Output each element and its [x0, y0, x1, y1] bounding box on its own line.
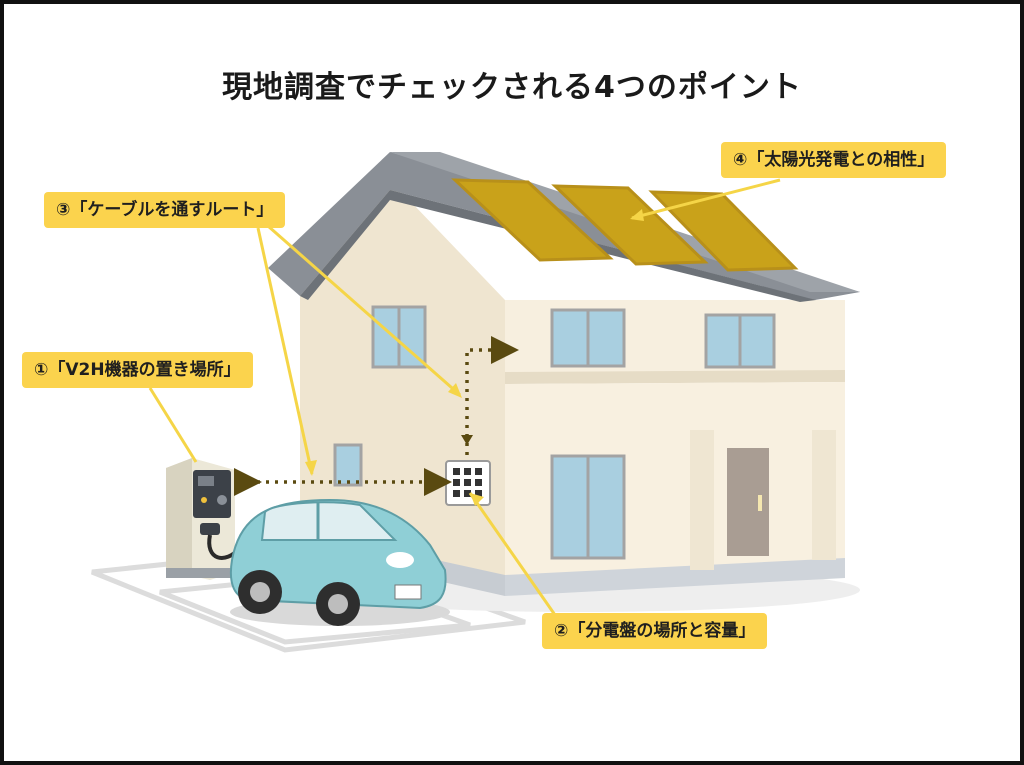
point-label-3: ③「ケーブルを通すルート」 — [44, 192, 285, 228]
point-label-2: ②「分電盤の場所と容量」 — [542, 613, 767, 649]
distribution-board-icon — [446, 461, 490, 505]
point-label-4: ④「太陽光発電との相性」 — [721, 142, 946, 178]
v2h-charger-icon — [166, 458, 240, 580]
point-label-1: ①「V2H機器の置き場所」 — [22, 352, 253, 388]
